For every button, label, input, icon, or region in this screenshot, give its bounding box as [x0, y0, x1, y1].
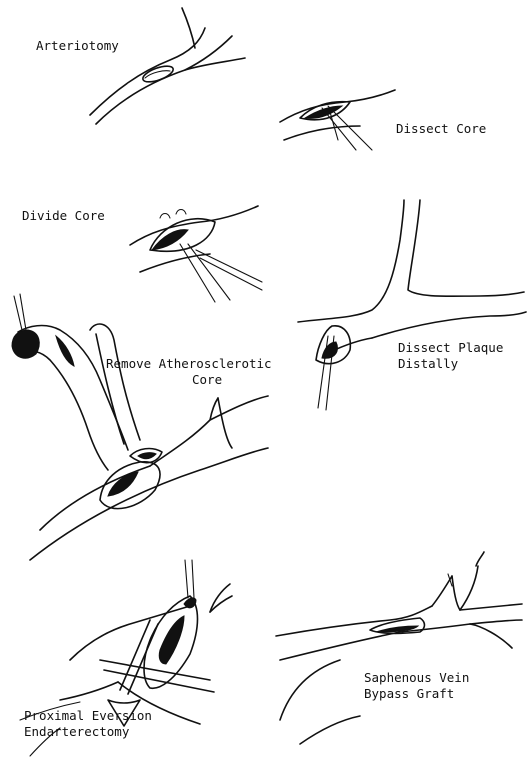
dissect-core-drawing [280, 90, 395, 150]
dissect-plaque-drawing [298, 200, 526, 410]
divide-core-label: Divide Core [22, 208, 105, 224]
bypass-label-line1: Saphenous Vein [364, 670, 469, 686]
dissect-core-label: Dissect Core [396, 121, 486, 137]
divide-core-drawing [130, 206, 262, 302]
eversion-label-line1: Proximal Eversion [24, 708, 152, 724]
bypass-label-line2: Bypass Graft [364, 686, 454, 702]
bypass-drawing [276, 552, 522, 744]
dissect-plaque-label-line2: Distally [398, 356, 458, 372]
arteriotomy-label: Arteriotomy [36, 38, 119, 54]
dissect-plaque-label-line1: Dissect Plaque [398, 340, 503, 356]
remove-core-label-line1: Remove Atherosclerotic [106, 356, 272, 372]
eversion-label-line2: Endarterectomy [24, 724, 129, 740]
remove-core-label-line2: Core [192, 372, 222, 388]
arteriotomy-drawing [90, 8, 245, 124]
remove-core-drawing [12, 294, 268, 560]
